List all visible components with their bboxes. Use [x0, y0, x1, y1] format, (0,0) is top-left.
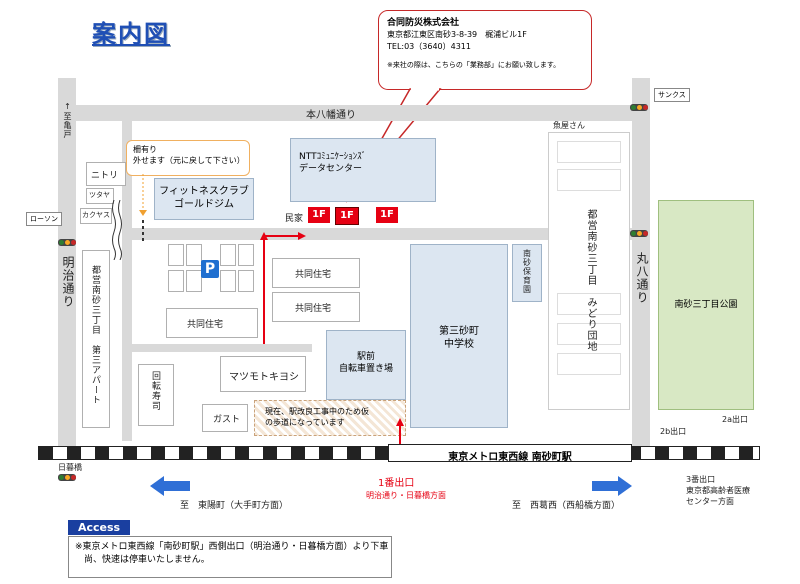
- matsumoto-kiyoshi: マツモトキヨシ: [220, 356, 306, 392]
- parking-lot: P: [168, 244, 254, 292]
- office-1f: 1F: [335, 207, 359, 225]
- park: 南砂三丁目公園: [658, 200, 754, 410]
- nitori-block: ニトリ: [86, 162, 126, 186]
- housing-3: 共同住宅: [166, 308, 258, 338]
- lawson-sign: ローソン: [26, 212, 62, 226]
- access-heading: Access: [68, 520, 130, 535]
- to-toyocho: 至 東陽町（大手町方面）: [180, 501, 289, 511]
- company-callout: 合同防災株式会社 東京都江東区南砂3-8-39 梶浦ビル1F TEL:03（36…: [378, 10, 592, 90]
- arrow-right-icon: [592, 476, 632, 496]
- to-kameido-label: ↑至亀戸: [63, 102, 72, 139]
- exit-3-label: 3番出口 東京都高齢者医療 センター方面: [686, 475, 750, 506]
- company-note: ※来社の際は、こちらの「業務部」にお願い致します。: [387, 61, 561, 69]
- dotted-path: [139, 174, 147, 242]
- toei-left: 都営南砂三丁目 第三アパート: [82, 250, 110, 428]
- station-label: 東京メトロ東西線 南砂町駅: [388, 444, 632, 463]
- company-name: 合同防災株式会社: [387, 18, 460, 28]
- neighbor-1f: 1F: [308, 207, 330, 223]
- lower-road: [122, 344, 312, 352]
- company-address: 東京都江東区南砂3-8-39 梶浦ビル1F: [387, 30, 527, 39]
- meiji-road-label: 明治通り: [61, 256, 75, 308]
- nihonbashi-label: 日暮橋: [58, 463, 82, 472]
- parking-icon: P: [201, 260, 219, 278]
- uoya-label: 魚屋さん: [553, 121, 585, 130]
- side-road-v: [122, 121, 132, 441]
- kakuyasu-block: カクヤス: [80, 208, 112, 224]
- hondo-road: [66, 105, 650, 121]
- exit-2a-label: 2a出口: [722, 415, 748, 424]
- gusto: ガスト: [202, 404, 248, 432]
- hondo-road-label: 本八幡通り: [306, 110, 356, 121]
- sunkus-sign: サンクス: [654, 88, 690, 102]
- access-box: ※東京メトロ東西線「南砂町駅」西側出口（明治通り・日暮橋方面）より下車 尚、快速…: [68, 536, 392, 578]
- construction-area: 現在、駅改良工事中のため仮 の歩道になっています: [254, 400, 406, 436]
- side-road-h: [122, 228, 632, 240]
- maruhachi-road-label: 丸八通り: [635, 252, 649, 304]
- neighbor2-1f: 1F: [376, 207, 398, 223]
- tsutaya-block: ツタヤ: [86, 188, 114, 204]
- company-tel: TEL:03（3640）4311: [387, 42, 471, 51]
- housing-2: 共同住宅: [272, 292, 360, 322]
- traffic-light-icon: [630, 230, 648, 237]
- junior-high-school: 第三砂町 中学校: [410, 244, 508, 428]
- traffic-light-icon: [58, 239, 76, 246]
- ntt-datacenter: NTTｺﾐｭﾆｹｰｼｮﾝｽﾞ データセンター: [290, 138, 436, 202]
- exit-1-label: 1番出口: [378, 478, 415, 489]
- meiji-road: [58, 78, 76, 450]
- gold-gym: フィットネスクラブ ゴールドジム: [154, 178, 254, 220]
- minka-label: 民家: [285, 214, 304, 224]
- exit-1-sub: 明治通り・日暮橋方面: [366, 491, 446, 500]
- traffic-light-icon: [630, 104, 648, 111]
- arrow-left-icon: [150, 476, 190, 496]
- exit-2b-label: 2b出口: [660, 427, 687, 436]
- maruhachi-road: [632, 78, 650, 450]
- kaitenzushi: 回転寿司: [138, 364, 174, 426]
- toei-right: 都営南砂三丁目 みどり団地: [548, 132, 630, 410]
- nursery: 南砂保育園: [512, 244, 542, 302]
- bike-parking: 駅前 自転車置き場: [326, 330, 406, 400]
- to-nishikasai: 至 西葛西（西船橋方面）: [512, 501, 621, 511]
- housing-1: 共同住宅: [272, 258, 360, 288]
- page-title: 案内図: [92, 20, 170, 48]
- fence-icon: [112, 200, 122, 260]
- fence-note: 柵有り 外せます（元に戻して下さい）: [126, 140, 250, 176]
- traffic-light-icon: [58, 474, 76, 481]
